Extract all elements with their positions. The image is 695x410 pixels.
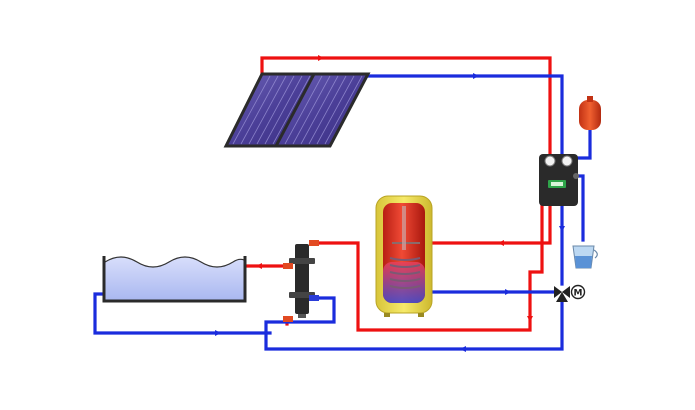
pump-display-screen bbox=[551, 182, 563, 186]
swimming-pool-icon bbox=[102, 256, 247, 303]
pool-water bbox=[105, 257, 244, 300]
pool-wave-line bbox=[104, 256, 245, 268]
exchanger-body bbox=[295, 244, 309, 314]
hot-pipe-to-tank bbox=[426, 196, 552, 245]
pump-gauge-left bbox=[544, 155, 556, 167]
cold-pipe-collector-return bbox=[363, 74, 564, 158]
valve-body-bottom bbox=[556, 292, 568, 302]
valve-body-right bbox=[562, 286, 570, 298]
cold-pipe-pool-outlet bbox=[93, 292, 272, 335]
arrow-cold-bottom bbox=[460, 346, 466, 352]
arrow-cold-tank bbox=[505, 289, 511, 295]
arrow-hot-pool bbox=[256, 263, 262, 269]
exchanger-flange-bottom bbox=[289, 292, 315, 298]
arrow-cold-top bbox=[473, 73, 479, 79]
tank-foot-right bbox=[418, 313, 424, 317]
arrow-cold-pool bbox=[215, 330, 221, 336]
arrow-hot-top bbox=[318, 55, 324, 61]
exchanger-flange-top bbox=[289, 258, 315, 264]
tank-foot-left bbox=[384, 313, 390, 317]
tank-anode bbox=[402, 206, 406, 250]
valve-motor-circle bbox=[570, 284, 586, 300]
hot-pipe-valve-loop bbox=[316, 196, 544, 332]
exchanger-port-cold-in bbox=[309, 295, 319, 301]
bucket-water bbox=[575, 256, 592, 268]
tank-coil-lower bbox=[389, 257, 421, 289]
pool-basin bbox=[102, 256, 247, 303]
cold-pipe-expansion bbox=[576, 120, 592, 160]
plate-heat-exchanger-icon bbox=[283, 240, 319, 322]
arrow-hot-down bbox=[527, 316, 533, 322]
pump-gauge-right bbox=[561, 155, 573, 167]
expansion-vessel-body bbox=[579, 100, 601, 130]
cold-pipe-main-return bbox=[264, 296, 564, 351]
exchanger-port-hot-out bbox=[283, 263, 293, 269]
exchanger-port-cold-out bbox=[283, 316, 293, 322]
three-way-motor-valve-icon: M bbox=[554, 284, 586, 302]
expansion-vessel-icon bbox=[579, 96, 601, 130]
flow-arrows bbox=[215, 55, 565, 352]
pump-safety-valve bbox=[573, 173, 579, 179]
valve-motor-label: M bbox=[574, 289, 583, 299]
expansion-vessel-cap bbox=[587, 96, 593, 102]
pump-station-icon bbox=[539, 154, 579, 206]
collector-tubes bbox=[232, 75, 363, 145]
solar-collector-icon bbox=[223, 72, 371, 148]
bucket-handle bbox=[593, 249, 598, 259]
hot-water-tank-icon bbox=[375, 195, 433, 317]
exchanger-stand bbox=[298, 314, 306, 318]
hot-pipes bbox=[244, 56, 552, 332]
valve-body-left bbox=[554, 286, 562, 298]
tank-inner-bottom bbox=[383, 262, 425, 303]
arrow-cold-station bbox=[559, 226, 565, 232]
hot-pipe-collector-outlet bbox=[260, 56, 552, 158]
arrow-hot-tank bbox=[498, 240, 504, 246]
collection-bucket-icon bbox=[572, 245, 598, 269]
exchanger-port-hot-in bbox=[309, 240, 319, 246]
